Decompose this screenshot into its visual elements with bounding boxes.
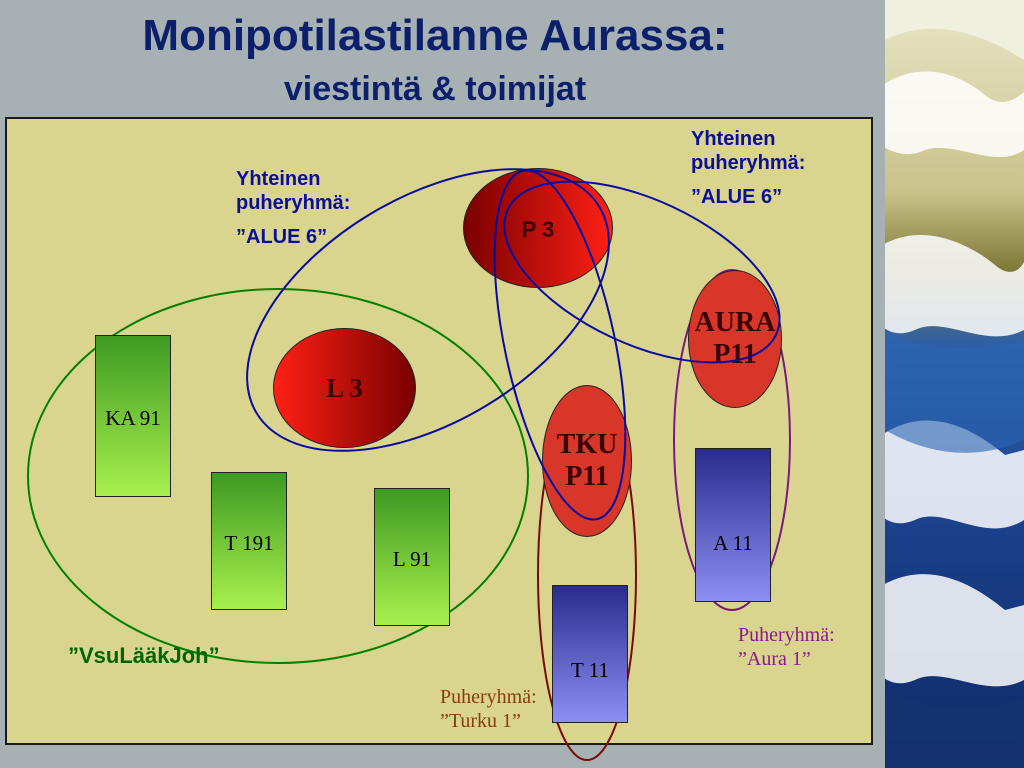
group-label-alue6-left-line3: ”ALUE 6” bbox=[236, 226, 328, 248]
group-label-turku1: Puheryhmä: ”Turku 1” bbox=[440, 685, 537, 733]
group-label-alue6-right: Yhteinen puheryhmä: ”ALUE 6” bbox=[691, 127, 805, 209]
group-label-alue6-right-line3: ”ALUE 6” bbox=[691, 186, 783, 208]
unit-a11-label: A 11 bbox=[713, 531, 753, 555]
node-l3: L 3 bbox=[273, 328, 416, 448]
group-label-aura1-line1: Puheryhmä: bbox=[738, 624, 835, 646]
node-p3: P 3 bbox=[463, 168, 613, 288]
group-label-vsulaakjoh: ”VsuLääkJoh” bbox=[68, 643, 220, 668]
group-label-turku1-line1: Puheryhmä: bbox=[440, 686, 537, 708]
unit-l91: L 91 bbox=[374, 488, 450, 626]
group-label-aura1: Puheryhmä: ”Aura 1” bbox=[738, 623, 835, 671]
unit-t191-label: T 191 bbox=[224, 531, 274, 555]
group-label-turku1-line2: ”Turku 1” bbox=[440, 710, 521, 732]
unit-ka91: KA 91 bbox=[95, 335, 171, 497]
group-label-alue6-left-line2: puheryhmä: bbox=[236, 192, 351, 214]
unit-ka91-label: KA 91 bbox=[105, 406, 161, 430]
node-tku-p11: TKU P11 bbox=[542, 385, 632, 537]
wave-decoration bbox=[885, 0, 1024, 768]
unit-l91-label: L 91 bbox=[392, 547, 432, 571]
unit-t11-label: T 11 bbox=[571, 658, 609, 682]
group-label-alue6-left-line1: Yhteinen bbox=[236, 168, 321, 190]
node-p3-label: P 3 bbox=[521, 217, 555, 242]
node-aura-p11-label: AURA P11 bbox=[694, 307, 776, 370]
group-label-aura1-line2: ”Aura 1” bbox=[738, 648, 811, 670]
page-subtitle: viestintä & toimijat bbox=[283, 70, 587, 108]
page-title: Monipotilastilanne Aurassa: bbox=[142, 11, 728, 60]
group-label-alue6-left: Yhteinen puheryhmä: ”ALUE 6” bbox=[236, 167, 350, 249]
group-label-alue6-right-line1: Yhteinen bbox=[691, 128, 776, 150]
unit-t11: T 11 bbox=[552, 585, 628, 723]
node-l3-label: L 3 bbox=[326, 372, 363, 403]
unit-a11: A 11 bbox=[695, 448, 771, 602]
node-tku-p11-label: TKU P11 bbox=[556, 429, 618, 492]
node-aura-p11: AURA P11 bbox=[688, 270, 782, 408]
group-label-alue6-right-line2: puheryhmä: bbox=[691, 152, 806, 174]
unit-t191: T 191 bbox=[211, 472, 287, 610]
